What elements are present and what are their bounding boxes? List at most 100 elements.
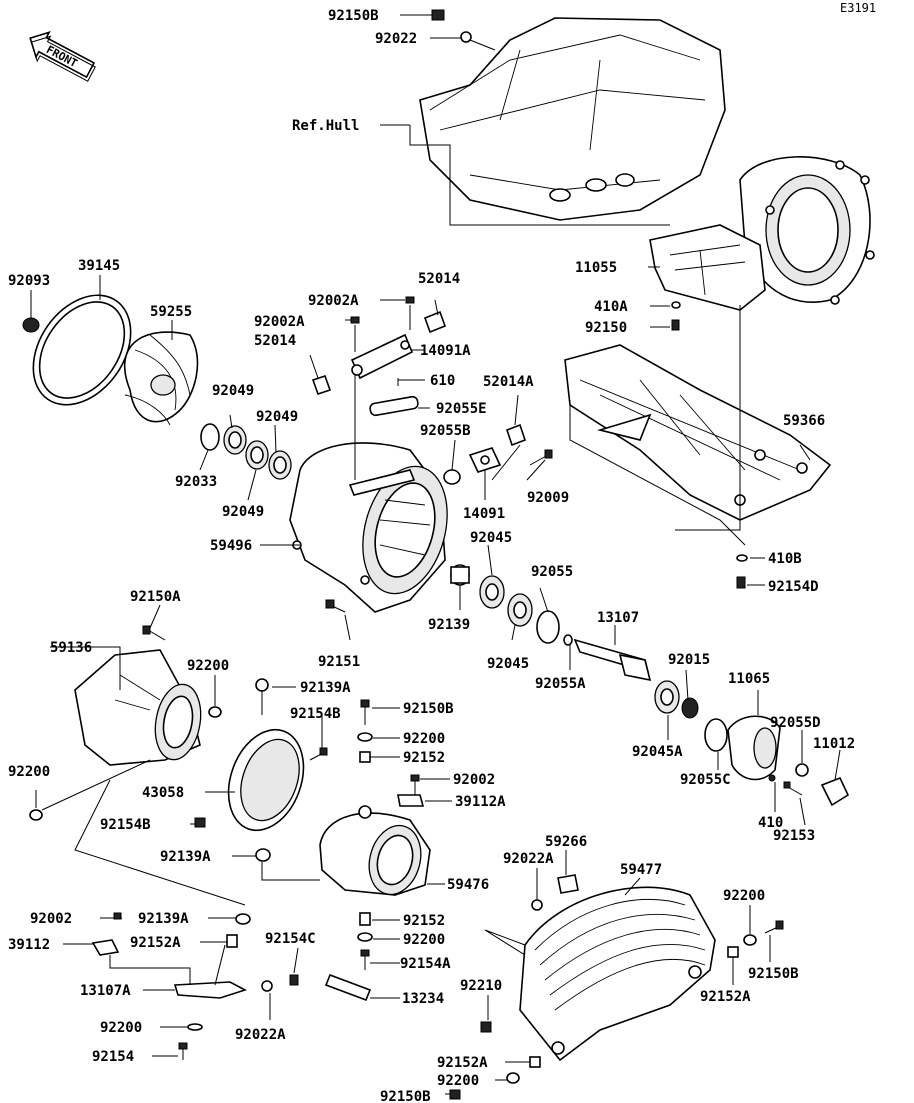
part-59366-intake-grate bbox=[564, 344, 832, 521]
diagram-code: E3191 bbox=[840, 1, 876, 15]
label-92045-a: 92045 bbox=[470, 530, 512, 546]
label-92139A-c: 92139A bbox=[138, 911, 189, 927]
part-92015-nut bbox=[681, 697, 699, 719]
label-92154B-b: 92154B bbox=[100, 817, 151, 833]
part-43058-steering-ring bbox=[227, 678, 305, 832]
part-59255-impeller bbox=[123, 331, 199, 426]
part-59477-reverse-bucket bbox=[519, 886, 716, 1062]
part-92055B-oring bbox=[443, 469, 461, 485]
label-39112A: 39112A bbox=[455, 794, 506, 810]
part-92154A-bolt bbox=[360, 949, 370, 970]
part-92152-collar-a bbox=[359, 751, 371, 763]
label-92150A: 92150A bbox=[130, 589, 181, 605]
part-labels: 92150B 92022 Ref.Hull 92093 39145 59255 … bbox=[8, 8, 855, 1103]
part-92045A-bearing bbox=[654, 680, 680, 714]
part-14091A-block bbox=[311, 296, 447, 396]
part-92152A-collar-c bbox=[529, 1056, 541, 1068]
part-92152A-collar-a bbox=[226, 934, 238, 948]
label-92055B: 92055B bbox=[420, 423, 471, 439]
part-92055-oring bbox=[536, 610, 560, 644]
part-92045-bearing-b bbox=[507, 593, 533, 627]
label-92139: 92139 bbox=[428, 617, 470, 633]
part-92200-washer-b bbox=[357, 732, 373, 742]
part-59266-fitting bbox=[557, 874, 579, 894]
label-59136: 59136 bbox=[50, 640, 92, 656]
part-92200-washer-d bbox=[187, 1023, 203, 1031]
label-610: 610 bbox=[430, 373, 455, 389]
label-43058: 43058 bbox=[142, 785, 184, 801]
part-92139-bushing bbox=[450, 564, 470, 586]
part-92154B-bolt-b bbox=[194, 817, 206, 828]
label-92150B-mid: 92150B bbox=[403, 701, 454, 717]
part-92022A-washer-b bbox=[531, 899, 543, 911]
part-11055-pump-cover bbox=[649, 224, 766, 311]
label-92152A-b: 92152A bbox=[700, 989, 751, 1005]
label-59255: 59255 bbox=[150, 304, 192, 320]
label-13107: 13107 bbox=[597, 610, 639, 626]
label-59477: 59477 bbox=[620, 862, 662, 878]
part-11065-cap bbox=[727, 715, 781, 781]
label-92200-f: 92200 bbox=[437, 1073, 479, 1089]
part-39112-lever bbox=[91, 939, 120, 956]
part-410-washer bbox=[768, 774, 776, 782]
label-92210: 92210 bbox=[460, 978, 502, 994]
label-39145: 39145 bbox=[78, 258, 120, 274]
part-92055A-oring bbox=[563, 634, 573, 646]
label-59476: 59476 bbox=[447, 877, 489, 893]
label-410A: 410A bbox=[594, 299, 628, 315]
part-92049-seal-c bbox=[268, 450, 292, 480]
label-14091A: 14091A bbox=[420, 343, 471, 359]
part-410A-washer bbox=[671, 301, 681, 309]
part-92055C-oring bbox=[704, 718, 728, 752]
part-92154D-bolt bbox=[736, 576, 746, 589]
label-92152-a: 92152 bbox=[403, 750, 445, 766]
part-92055D-oring bbox=[795, 763, 809, 777]
part-92022-washer-top bbox=[460, 31, 472, 43]
label-92055E: 92055E bbox=[436, 401, 487, 417]
label-52014-left: 52014 bbox=[254, 333, 296, 349]
label-92154C: 92154C bbox=[265, 931, 316, 947]
part-52014A-fitting bbox=[505, 423, 527, 447]
label-13234: 13234 bbox=[402, 991, 444, 1007]
label-14091: 14091 bbox=[463, 506, 505, 522]
label-92055: 92055 bbox=[531, 564, 573, 580]
label-92152A-c: 92152A bbox=[437, 1055, 488, 1071]
label-92015: 92015 bbox=[668, 652, 710, 668]
part-92150-bolt-right bbox=[671, 319, 680, 331]
label-59496: 59496 bbox=[210, 538, 252, 554]
label-11055: 11055 bbox=[575, 260, 617, 276]
part-59476-deflector bbox=[319, 805, 431, 896]
label-92002-mid: 92002 bbox=[453, 772, 495, 788]
label-92049-a: 92049 bbox=[212, 383, 254, 399]
label-92150B-top: 92150B bbox=[328, 8, 379, 24]
label-92002A-1: 92002A bbox=[308, 293, 359, 309]
label-92049-c: 92049 bbox=[222, 504, 264, 520]
label-92200-left: 92200 bbox=[8, 764, 50, 780]
part-92009-screw bbox=[529, 449, 553, 466]
part-92150B-bolt-b bbox=[764, 920, 784, 934]
label-92150B-b: 92150B bbox=[748, 966, 799, 982]
part-92049-seal-b bbox=[245, 440, 269, 470]
label-52014A: 52014A bbox=[483, 374, 534, 390]
hull-reference bbox=[419, 17, 875, 305]
label-92152A-a: 92152A bbox=[130, 935, 181, 951]
label-92055D: 92055D bbox=[770, 715, 821, 731]
label-410: 410 bbox=[758, 815, 783, 831]
part-410B-washer bbox=[736, 554, 748, 562]
part-92049-seal-a bbox=[223, 425, 247, 455]
label-39112: 39112 bbox=[8, 937, 50, 953]
part-92152-collar-b bbox=[359, 912, 371, 926]
part-13234-shaft bbox=[324, 973, 372, 1002]
label-92153: 92153 bbox=[773, 828, 815, 844]
label-92151: 92151 bbox=[318, 654, 360, 670]
label-92200-d: 92200 bbox=[100, 1020, 142, 1036]
part-92200-washer-left bbox=[29, 809, 43, 821]
label-92150-right: 92150 bbox=[585, 320, 627, 336]
part-92002-bolt-lower bbox=[112, 912, 122, 920]
part-92055E-gasket bbox=[369, 395, 419, 417]
part-92150A-bolt bbox=[142, 625, 166, 641]
part-92152A-collar-b bbox=[727, 946, 739, 958]
part-92154C-bolt bbox=[289, 974, 299, 986]
label-11012: 11012 bbox=[813, 736, 855, 752]
label-92055A: 92055A bbox=[535, 676, 586, 692]
